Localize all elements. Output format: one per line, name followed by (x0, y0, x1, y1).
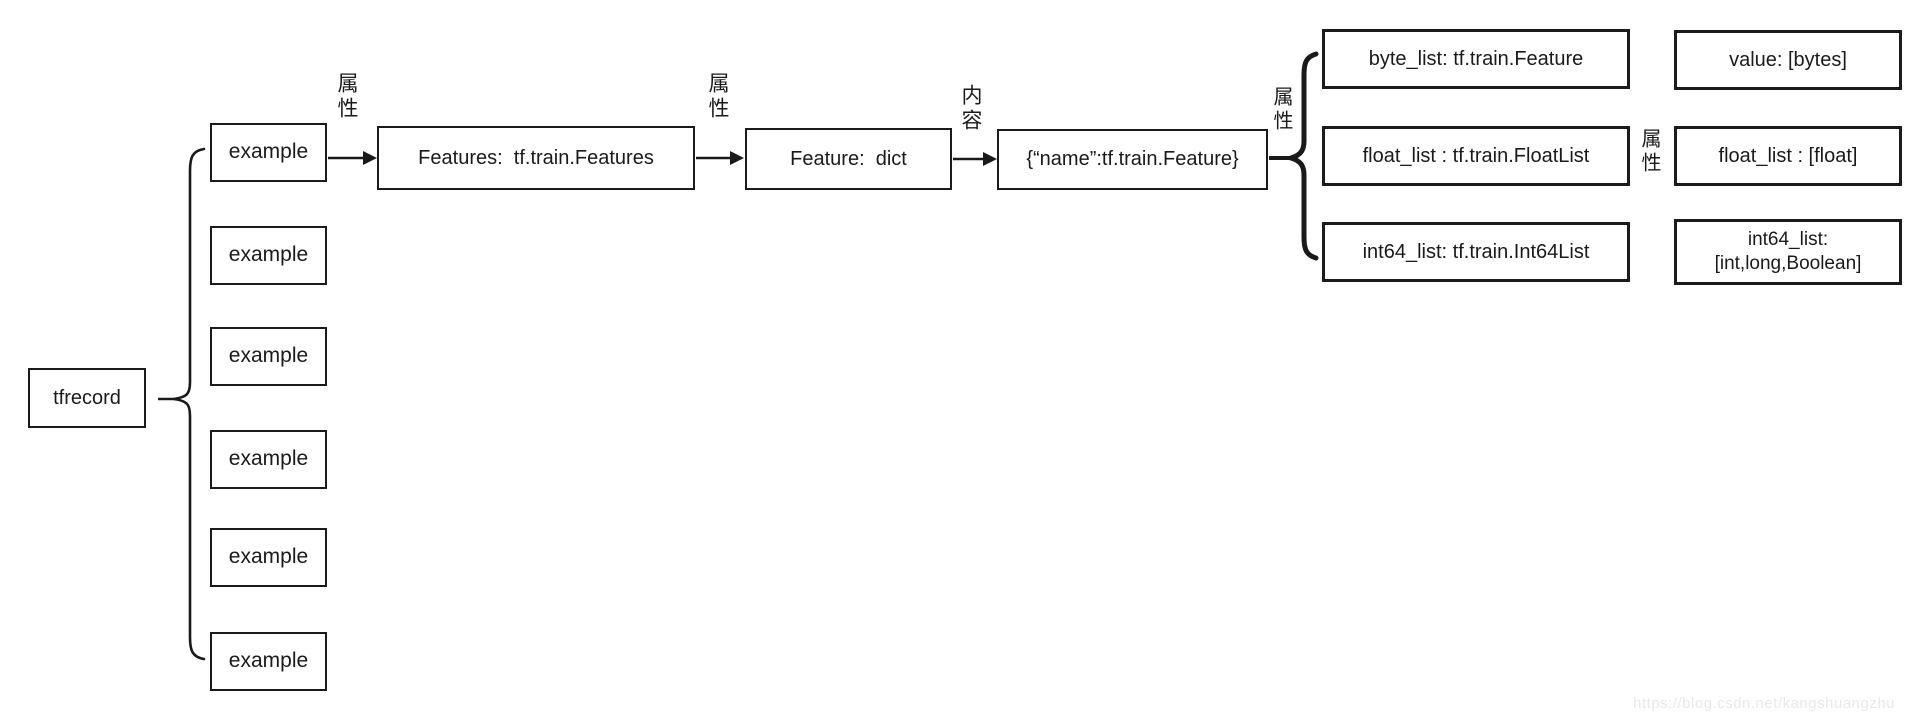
name-feature-node: {“name”:tf.train.Feature} (997, 129, 1268, 190)
feature-dict-node: Feature: dict (745, 128, 952, 190)
example-node-2: example (210, 226, 327, 285)
edge-label-attribute-1: 属性 (335, 72, 358, 122)
byte-list-node: byte_list: tf.train.Feature (1322, 29, 1630, 89)
examples-group-brace (173, 147, 206, 661)
example-node-5: example (210, 528, 327, 587)
arrowhead-example-to-features (363, 151, 377, 165)
int64-list-node: int64_list: tf.train.Int64List (1322, 222, 1630, 282)
arrowhead-feature-to-name (983, 152, 997, 166)
example-node-1: example (210, 123, 327, 182)
example-node-3: example (210, 327, 327, 386)
value-bytes-node: value: [bytes] (1674, 30, 1902, 90)
example-node-6: example (210, 632, 327, 691)
float-list-value-node: float_list : [float] (1674, 126, 1902, 186)
types-group-brace (1282, 51, 1319, 261)
features-node: Features: tf.train.Features (377, 126, 695, 190)
edge-label-attribute-2: 属性 (706, 72, 729, 122)
edge-label-attribute-3: 属性 (1270, 86, 1292, 134)
int64-list-value-node: int64_list: [int,long,Boolean] (1674, 219, 1902, 285)
float-list-node: float_list : tf.train.FloatList (1322, 126, 1630, 186)
edge-label-attribute-4: 属性 (1638, 128, 1660, 176)
edge-label-content: 内容 (959, 84, 982, 134)
arrowhead-features-to-feature (730, 151, 744, 165)
tfrecord-node: tfrecord (28, 368, 146, 428)
csdn-watermark: https://blog.csdn.net/kangshuangzhu (1633, 695, 1895, 712)
example-node-4: example (210, 430, 327, 489)
